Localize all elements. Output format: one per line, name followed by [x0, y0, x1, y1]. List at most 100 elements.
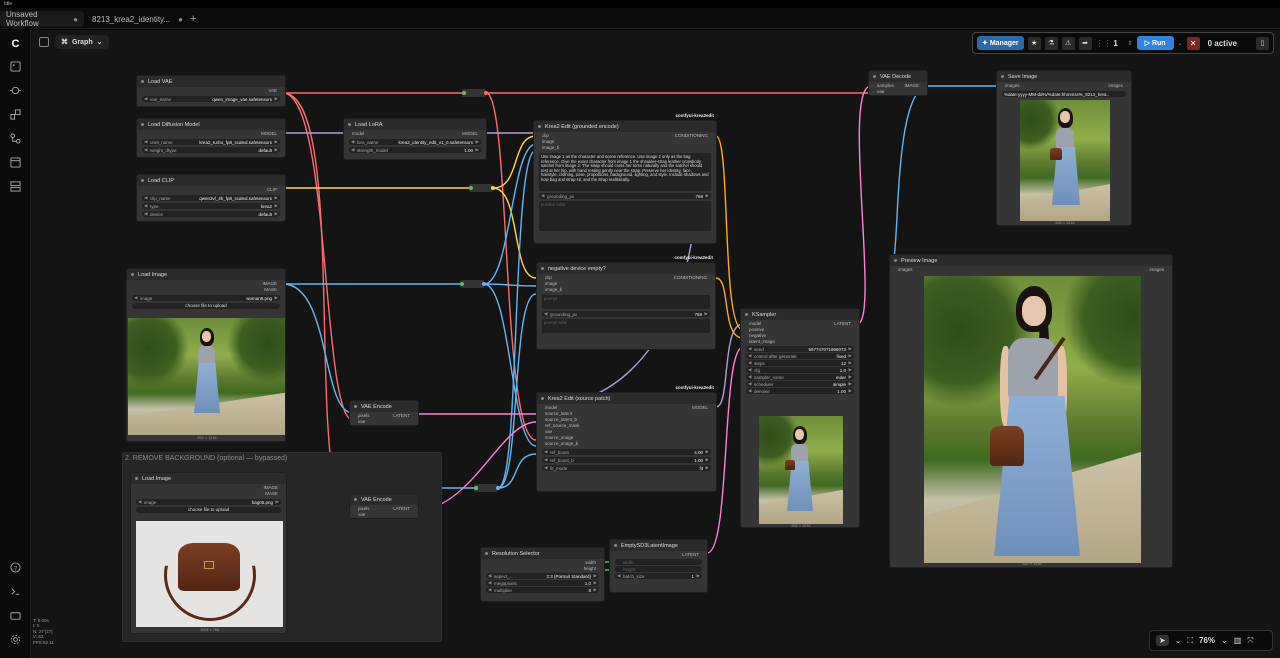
- run-button[interactable]: ▷ Run: [1136, 36, 1174, 50]
- flask-alt-icon[interactable]: ⚠: [1061, 36, 1075, 50]
- minimap-icon[interactable]: ▥: [1233, 636, 1242, 645]
- node-title: Preview Image: [890, 255, 1172, 266]
- prompt-textarea[interactable]: Use image 1 as the character and scene r…: [539, 153, 711, 191]
- side-panel-icon[interactable]: ▯: [1256, 36, 1269, 50]
- preview-image-output: [924, 276, 1141, 563]
- node-resolution-selector[interactable]: Resolution Selector width height ◀aspect…: [480, 547, 605, 602]
- keyboard-icon[interactable]: [9, 610, 22, 623]
- input-label: pixels: [358, 413, 370, 418]
- image-dimensions: 832 × 1216: [1022, 562, 1042, 566]
- model-library-icon[interactable]: [9, 109, 22, 122]
- image-dimensions: 832 × 1216: [197, 436, 217, 440]
- chevron-down-icon[interactable]: ⌄: [1221, 636, 1228, 645]
- positive-edits-textarea[interactable]: positive edits: [539, 201, 711, 231]
- queue-count-input[interactable]: 1: [1113, 38, 1118, 48]
- select-mode-icon[interactable]: ➤: [1156, 635, 1169, 646]
- graph-mode-button[interactable]: ⌘ Graph ⌄: [55, 35, 109, 49]
- filename-prefix-input[interactable]: %date:yyyy-MM-dd%/%date:hhmmss%_8213_kre…: [1002, 91, 1126, 97]
- height-input[interactable]: height: [615, 566, 702, 572]
- terminal-icon[interactable]: [9, 586, 22, 599]
- stop-button[interactable]: ✕: [1186, 36, 1200, 50]
- node-empty-sd3-latent-image[interactable]: EmptySD3LatentImage LATENT width height …: [609, 539, 708, 593]
- node-krea2-source-patch[interactable]: comfyui-krea2edit Krea2 Edit (source pat…: [536, 385, 717, 492]
- aspect-ratio-select[interactable]: ◀aspect_...2:3 (Portrait Standard)▶: [486, 573, 599, 579]
- link-visibility-icon[interactable]: ⤧: [1247, 635, 1254, 645]
- flask-icon[interactable]: ⚗: [1044, 36, 1058, 50]
- zoom-level[interactable]: 76%: [1199, 636, 1216, 645]
- input-label: source_image_b: [545, 441, 579, 446]
- node-library-icon[interactable]: [9, 85, 22, 98]
- active-queue-label[interactable]: 0 active: [1207, 38, 1237, 48]
- prompt-edits-textarea[interactable]: prompt edits: [542, 319, 710, 333]
- panel-toggle-icon[interactable]: [39, 37, 49, 47]
- chevron-down-icon[interactable]: ⌄: [1174, 636, 1182, 645]
- new-tab-button[interactable]: +: [190, 13, 197, 25]
- output-label: images: [1149, 267, 1164, 272]
- manager-button[interactable]: ✦ Manager: [977, 36, 1024, 50]
- graph-canvas[interactable]: ⌘ Graph ⌄ ✦ Manager ★ ⚗ ⚠ ➦ ⋮⋮ 1 ⇕ ▷ Run…: [31, 30, 1280, 658]
- node-negative-device-empty[interactable]: comfyui-krea2edit negative device empty?…: [536, 255, 716, 350]
- tab-unsaved-workflow[interactable]: Unsaved Workflow●: [0, 10, 84, 28]
- node-krea2-grounded-encode[interactable]: comfyui-krea2edit Krea2 Edit (grounded e…: [533, 113, 717, 244]
- queue-icon[interactable]: [9, 181, 22, 194]
- drag-handle-icon[interactable]: ⋮⋮: [1095, 38, 1112, 48]
- output-label: CLIP: [266, 187, 277, 192]
- share-icon[interactable]: ➦: [1078, 36, 1092, 50]
- settings-gear-icon[interactable]: [9, 634, 22, 647]
- node-title: EmptySD3LatentImage: [610, 540, 707, 551]
- help-icon[interactable]: ?: [9, 562, 22, 575]
- comfy-logo-icon[interactable]: C: [11, 38, 20, 50]
- upload-button[interactable]: choose file to upload: [136, 507, 281, 513]
- fit-view-icon[interactable]: ⛶: [1187, 635, 1194, 645]
- input-label: model: [545, 405, 558, 410]
- width-input[interactable]: width: [615, 559, 702, 565]
- images-icon[interactable]: [9, 61, 22, 74]
- star-icon[interactable]: ★: [1027, 36, 1041, 50]
- upload-button[interactable]: choose file to upload: [132, 303, 280, 309]
- prompt-textarea[interactable]: prompt: [542, 295, 710, 309]
- tab-krea2-identity[interactable]: 8213_krea2_identity...●: [86, 11, 183, 27]
- queue-stepper-icon[interactable]: ⇕: [1127, 40, 1133, 47]
- run-options-chevron-icon[interactable]: ⌄: [1177, 40, 1183, 47]
- output-label: LATENT: [834, 321, 851, 326]
- templates-icon[interactable]: [9, 157, 22, 170]
- workflows-icon[interactable]: [9, 133, 22, 146]
